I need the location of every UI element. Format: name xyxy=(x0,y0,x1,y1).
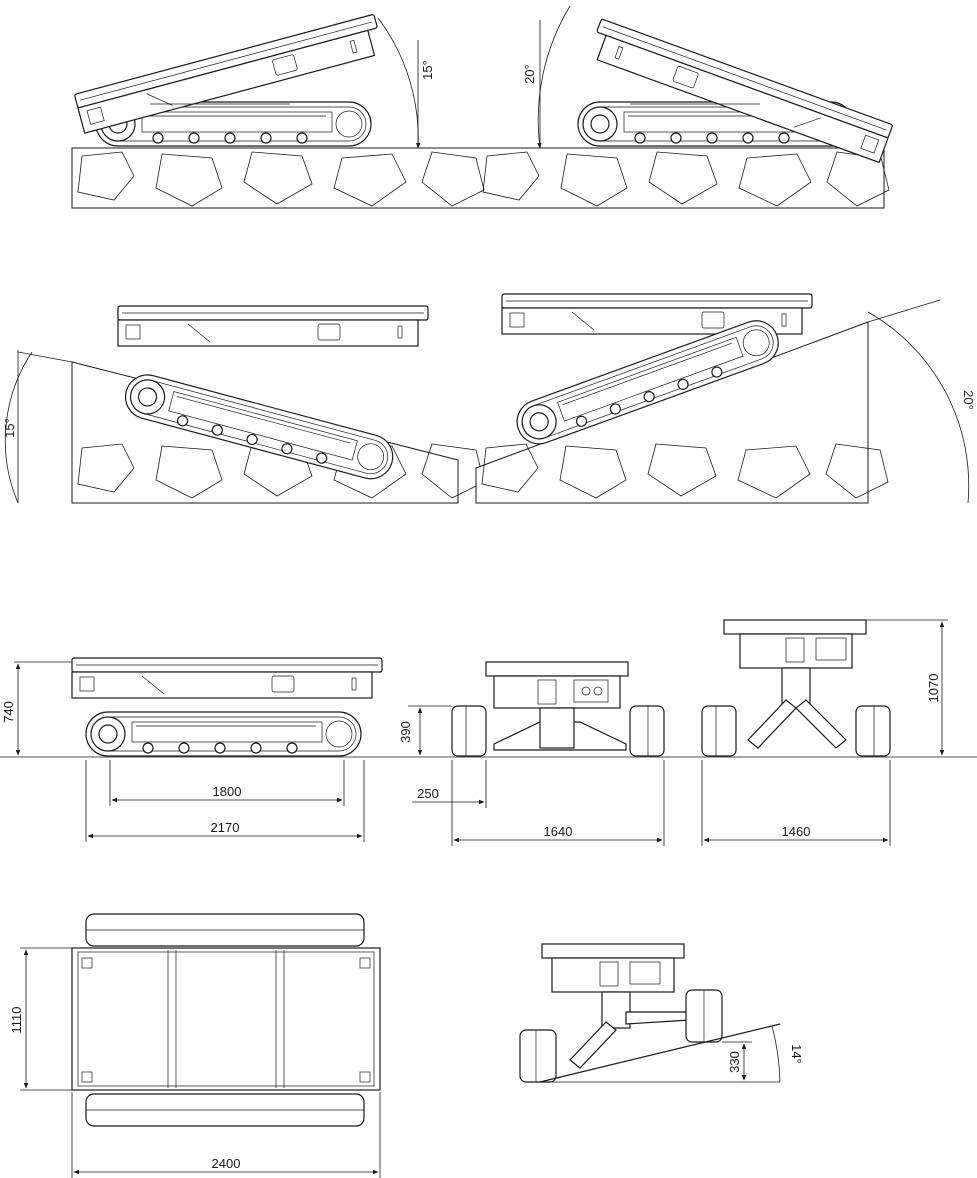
dim-label-overall-length: 2170 xyxy=(211,820,240,835)
dim-label-track-contact: 1800 xyxy=(213,784,242,799)
angle-label-slope-front: 14° xyxy=(789,1044,804,1064)
angle-label-slope-left: 15° xyxy=(2,418,17,438)
dim-label-height-side: 740 xyxy=(1,701,16,723)
dim-label-top-width: 1110 xyxy=(9,1007,24,1034)
dim-label-slope-height: 330 xyxy=(727,1051,742,1073)
dim-label-low-height: 390 xyxy=(398,721,413,743)
angle-label-uphill-right: 20° xyxy=(522,64,537,84)
slope-views: 15° 20° xyxy=(2,293,976,504)
vehicle-uphill-15 xyxy=(73,13,385,147)
dim-label-height-high: 1070 xyxy=(926,674,941,703)
vehicle-side-view xyxy=(71,657,383,757)
dim-label-top-length: 2400 xyxy=(212,1156,241,1171)
vehicle-front-high xyxy=(701,619,891,757)
top-view xyxy=(71,913,381,1127)
dimension-views: 740 1800 2170 390 250 xyxy=(0,619,977,846)
uphill-views: 15° 20° xyxy=(71,5,894,209)
dim-label-width-low: 1640 xyxy=(544,824,573,839)
angle-label-slope-right: 20° xyxy=(961,390,976,410)
vehicle-front-low xyxy=(451,661,665,757)
vehicle-uphill-20 xyxy=(577,18,894,164)
dim-label-width-high: 1460 xyxy=(782,824,811,839)
angle-label-uphill-left: 15° xyxy=(420,60,435,80)
dim-label-track-width: 250 xyxy=(417,786,439,801)
vehicle-front-on-slope xyxy=(519,943,781,1083)
